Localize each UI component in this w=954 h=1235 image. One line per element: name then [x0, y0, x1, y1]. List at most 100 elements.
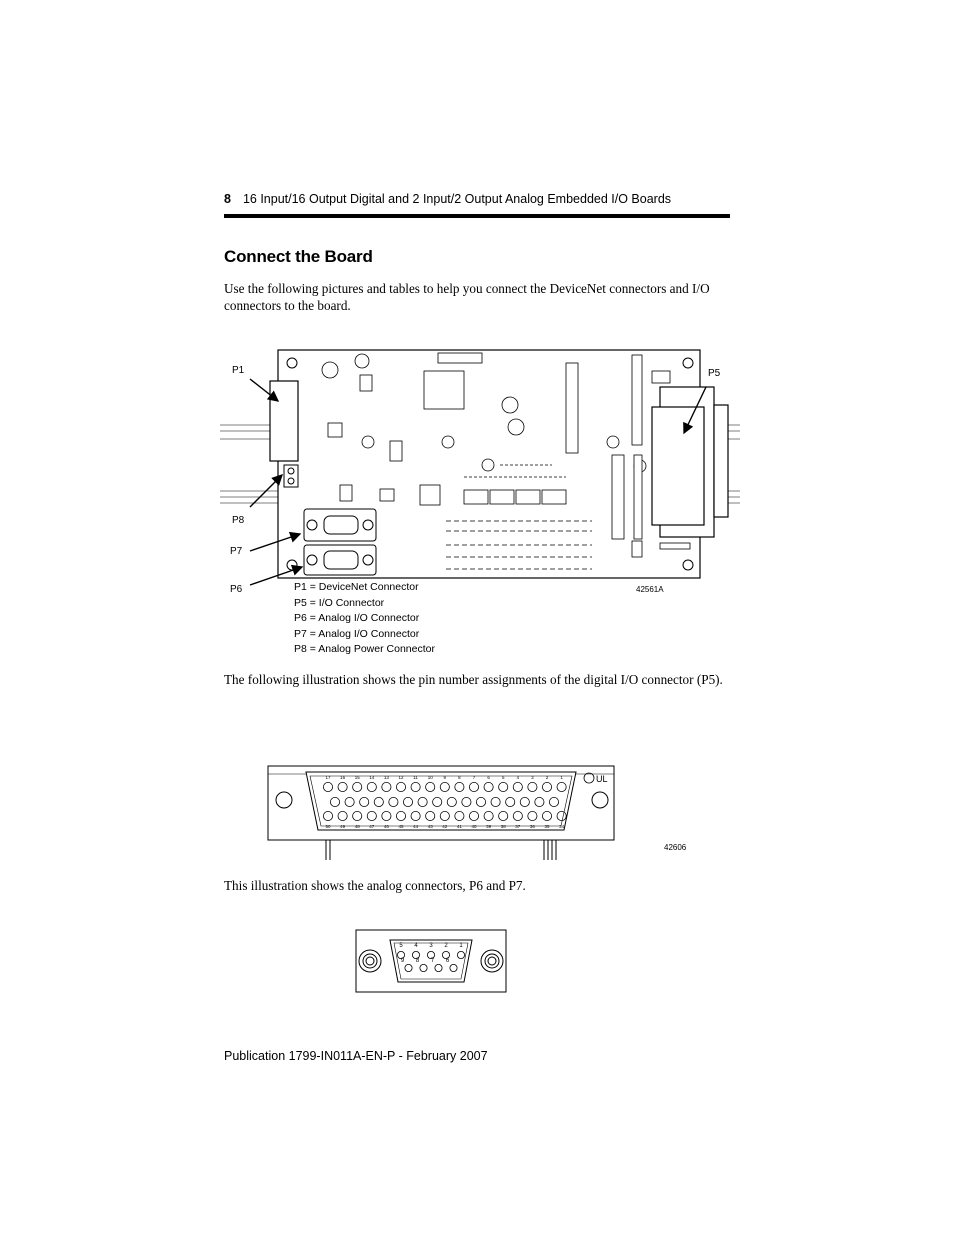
p5-paragraph: The following illustration shows the pin… — [224, 672, 723, 687]
p5-pin — [344, 797, 355, 808]
db9-pin-label: 5 — [399, 943, 403, 949]
p5-pin-label: 12 — [398, 775, 404, 780]
p5-pin — [330, 797, 341, 808]
p5-pin-label: 2 — [546, 775, 549, 780]
p5-pin — [439, 781, 450, 792]
db9-pin-label: 2 — [444, 943, 448, 949]
p5-pin — [505, 797, 516, 808]
p5-pin — [388, 797, 399, 808]
footer: Publication 1799-IN011A-EN-P - February … — [224, 1049, 488, 1063]
p5-pin-label: 50 — [325, 824, 331, 829]
legend-item: P8 = Analog Power Connector — [294, 643, 435, 656]
p5-pin — [468, 811, 479, 822]
callout-arrows — [249, 378, 707, 586]
p5-pin-label: 36 — [530, 824, 536, 829]
db9-pin-label: 9 — [401, 958, 405, 964]
legend-item: P7 = Analog I/O Connector — [294, 627, 420, 640]
p5-pin-label: 1 — [560, 775, 563, 780]
db9-top-pins: 5 4 3 2 1 — [397, 943, 466, 959]
p5-pin — [556, 781, 567, 792]
db9-pin-label: 8 — [416, 958, 420, 964]
db9-pin — [397, 950, 406, 959]
db9-pin-label: 1 — [459, 943, 463, 949]
p5-pin — [337, 811, 348, 822]
p5-pin-label: 13 — [384, 775, 390, 780]
legend-item: P5 = I/O Connector — [294, 596, 385, 609]
db9-pin-label: 3 — [429, 943, 433, 949]
p5-pin — [323, 781, 334, 792]
board-diagram: P1 P5 P8 P7 P6 42561A — [220, 349, 740, 595]
p5-pin-label: 46 — [384, 824, 390, 829]
page-number: 8 — [224, 192, 231, 206]
p5-pin-label: 11 — [413, 775, 418, 780]
db9-pin — [419, 964, 428, 973]
p5-pin-label: 17 — [325, 775, 331, 780]
p5-pin-label: 10 — [428, 775, 434, 780]
header-rule — [224, 214, 730, 218]
p5-pin — [498, 781, 509, 792]
p5-connector — [651, 386, 729, 538]
db9-pin — [404, 964, 413, 973]
intro-paragraph: Use the following pictures and tables to… — [224, 281, 710, 313]
legend-item: P1 = DeviceNet Connector — [294, 581, 419, 593]
p5-pin — [410, 781, 421, 792]
p5-pin-label: 16 — [340, 775, 346, 780]
p5-pin-label: 37 — [515, 824, 521, 829]
p5-pin — [425, 811, 436, 822]
p5-pin — [534, 797, 545, 808]
p6-connector — [303, 544, 377, 576]
p5-pin — [359, 797, 370, 808]
p5-pin — [381, 781, 392, 792]
db9-pin — [427, 950, 436, 959]
p5-pin — [483, 781, 494, 792]
p5-pin — [352, 811, 363, 822]
p5-pin — [425, 781, 436, 792]
p5-pin-label: 8 — [458, 775, 461, 780]
p5-pin — [417, 797, 428, 808]
p5-pin — [483, 811, 494, 822]
board-components — [321, 352, 691, 558]
callout-p1: P1 — [232, 365, 245, 376]
section-title: Connect the Board — [224, 247, 373, 266]
p5-pin — [548, 797, 559, 808]
p5-pin — [512, 781, 523, 792]
p5-pin — [395, 781, 406, 792]
p5-pin-label: 4 — [517, 775, 520, 780]
p5-pin-label: 48 — [355, 824, 361, 829]
p5-pin — [527, 811, 538, 822]
p5-pin-label: 14 — [369, 775, 375, 780]
p1-connector — [269, 380, 299, 462]
p8-connector — [283, 464, 299, 488]
p5-pin — [432, 797, 443, 808]
db9-pin-label: 4 — [414, 943, 418, 949]
db9-pin — [412, 950, 421, 959]
p5-pin — [498, 811, 509, 822]
connector-legend: P1 = DeviceNet Connector P5 = I/O Connec… — [294, 580, 435, 658]
header-title: 16 Input/16 Output Digital and 2 Input/2… — [242, 192, 672, 206]
db9-pin-label: 6 — [446, 958, 450, 964]
p5-pin — [410, 811, 421, 822]
p5-pin — [352, 781, 363, 792]
db9-pin — [442, 950, 451, 959]
p5-pin-label: 38 — [501, 824, 507, 829]
p5-pin-label: 42 — [442, 824, 448, 829]
p5-pin-label: 15 — [355, 775, 361, 780]
p5-pin — [366, 811, 377, 822]
p5-pin-label: 35 — [544, 824, 550, 829]
ul-mark-icon: UL — [583, 772, 608, 784]
callout-p5: P5 — [708, 368, 721, 379]
figure-id-p5: 42606 — [664, 843, 687, 852]
svg-text:UL: UL — [596, 774, 608, 784]
p5-pin — [527, 781, 538, 792]
p5-pin-label: 44 — [413, 824, 419, 829]
p5-pin — [381, 811, 392, 822]
db9-mount-left — [358, 949, 382, 973]
db9-pin — [457, 950, 466, 959]
p5-pin-label: 6 — [487, 775, 490, 780]
callout-p6: P6 — [230, 584, 243, 595]
p5-pin — [454, 811, 465, 822]
